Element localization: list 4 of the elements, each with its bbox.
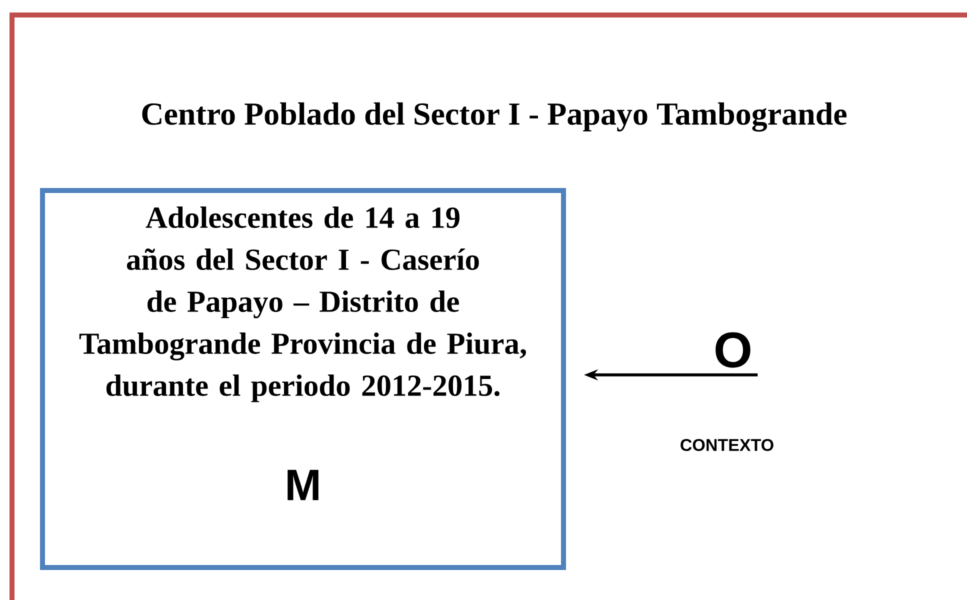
label: CONTEXTO	[680, 438, 774, 452]
title: Centro Poblado del Sector I - Papayo Tambogrande	[142, 102, 847, 132]
letter-label: O	[716, 332, 750, 368]
text-box: Adolescentes de 14 a 19 años del Sector I - Caserío de Papayo – Distrito de Tambogrande Provincia de Piura, durante el periodo 2012-2015. M	[40, 188, 566, 570]
